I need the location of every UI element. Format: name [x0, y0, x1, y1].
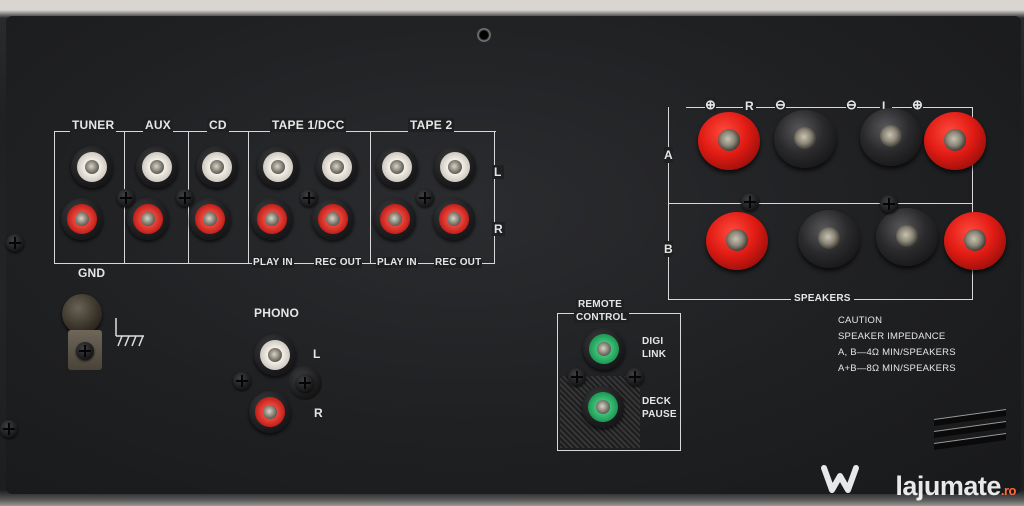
- tape2-rec-l-jack[interactable]: [434, 146, 476, 188]
- minus-icon: ⊖: [775, 97, 786, 113]
- caution-line-4: A+B—8Ω MIN/SPEAKERS: [838, 363, 956, 374]
- speaker-a-right-plus-terminal[interactable]: [698, 112, 760, 170]
- speaker-r-label: R: [743, 99, 756, 113]
- aux-l-jack[interactable]: [136, 146, 178, 188]
- speakers-frame-top: [686, 107, 973, 109]
- chassis-screw-left-lower: [0, 420, 18, 438]
- screw: [233, 372, 251, 390]
- watermark: lajumate.ro: [895, 471, 1016, 502]
- watermark-suffix: .ro: [1000, 483, 1017, 498]
- remote-title-line2: CONTROL: [574, 312, 629, 323]
- speaker-b-right-minus-terminal[interactable]: [798, 210, 860, 268]
- deck-pause-line2: PAUSE: [642, 409, 677, 420]
- tuner-l-jack[interactable]: [71, 146, 113, 188]
- mounting-hole: [477, 28, 491, 42]
- digi-link-line1: DIGI: [642, 336, 664, 347]
- tape1-rec-l-jack[interactable]: [316, 146, 358, 188]
- digi-link-jack[interactable]: [583, 328, 625, 370]
- cd-label: CD: [207, 118, 229, 132]
- watermark-text: lajumate: [895, 471, 1001, 501]
- deck-pause-line1: DECK: [642, 396, 672, 407]
- aux-label: AUX: [143, 118, 173, 132]
- inputs-frame-left: [54, 131, 56, 264]
- back-plate: [6, 16, 1021, 494]
- speaker-b-right-plus-terminal[interactable]: [706, 212, 768, 270]
- tape2-play-r-jack[interactable]: [374, 198, 416, 240]
- screw: [568, 368, 586, 386]
- rec-out-label-2: REC OUT: [434, 257, 483, 268]
- cd-r-jack[interactable]: [189, 198, 231, 240]
- tuner-r-jack[interactable]: [61, 198, 103, 240]
- screw: [416, 189, 434, 207]
- screw: [626, 368, 644, 386]
- divider-tape1-tape2: [370, 131, 372, 264]
- ground-terminal[interactable]: [60, 290, 106, 378]
- caution-line-2: SPEAKER IMPEDANCE: [838, 331, 946, 342]
- plus-icon: ⊕: [912, 97, 923, 113]
- tape2-play-l-jack[interactable]: [376, 146, 418, 188]
- tuner-label: TUNER: [70, 118, 117, 132]
- tape1-play-r-jack[interactable]: [251, 198, 293, 240]
- screw: [741, 193, 759, 211]
- row-b-label: B: [664, 241, 673, 257]
- channel-l-label: L: [492, 165, 504, 179]
- aux-r-jack[interactable]: [127, 198, 169, 240]
- remote-title-line1: REMOTE: [576, 299, 624, 310]
- digi-link-line2: LINK: [642, 349, 667, 360]
- cd-l-jack[interactable]: [196, 146, 238, 188]
- ground-knob[interactable]: [62, 294, 102, 334]
- vent-slots: [934, 408, 1010, 451]
- speakers-frame-middle: [668, 203, 973, 205]
- speaker-a-right-minus-terminal[interactable]: [774, 110, 836, 168]
- screw: [296, 374, 314, 392]
- speaker-b-left-plus-terminal[interactable]: [944, 212, 1006, 270]
- minus-icon: ⊖: [846, 97, 857, 113]
- caution-title: CAUTION: [838, 315, 883, 326]
- phono-l-label: L: [313, 347, 321, 361]
- screw: [117, 189, 135, 207]
- ground-symbol-icon: [115, 318, 144, 347]
- caution-line-3: A, B—4Ω MIN/SPEAKERS: [838, 347, 956, 358]
- speakers-label: SPEAKERS: [791, 293, 854, 304]
- tape1-label: TAPE 1/DCC: [270, 118, 347, 132]
- ground-bracket-screw: [76, 342, 94, 360]
- tape1-play-l-jack[interactable]: [257, 146, 299, 188]
- phono-r-label: R: [314, 406, 323, 420]
- screw: [176, 189, 194, 207]
- tape2-label: TAPE 2: [408, 118, 455, 132]
- speaker-b-left-minus-terminal[interactable]: [876, 208, 938, 266]
- play-in-label-1: PLAY IN: [252, 257, 294, 268]
- channel-r-label: R: [492, 222, 505, 236]
- phono-l-jack[interactable]: [254, 334, 296, 376]
- watermark-heart-icon: [821, 465, 859, 493]
- plus-icon: ⊕: [705, 97, 716, 113]
- divider-cd-tape1: [248, 131, 250, 264]
- tape2-rec-r-jack[interactable]: [433, 198, 475, 240]
- rec-out-label-1: REC OUT: [314, 257, 363, 268]
- speaker-l-label: L: [880, 99, 892, 113]
- screw: [880, 195, 898, 213]
- play-in-label-2: PLAY IN: [376, 257, 418, 268]
- phono-label: PHONO: [254, 306, 300, 320]
- tape1-rec-r-jack[interactable]: [312, 198, 354, 240]
- gnd-label: GND: [78, 266, 106, 280]
- inputs-frame-right: [494, 131, 496, 264]
- screw: [300, 189, 318, 207]
- row-a-label: A: [664, 147, 673, 163]
- deck-pause-jack[interactable]: [582, 386, 624, 428]
- speaker-a-left-minus-terminal[interactable]: [860, 108, 922, 166]
- phono-r-jack[interactable]: [249, 391, 291, 433]
- chassis-screw-left-upper: [6, 234, 24, 252]
- speaker-a-left-plus-terminal[interactable]: [924, 112, 986, 170]
- phono-screw-large: [288, 366, 322, 400]
